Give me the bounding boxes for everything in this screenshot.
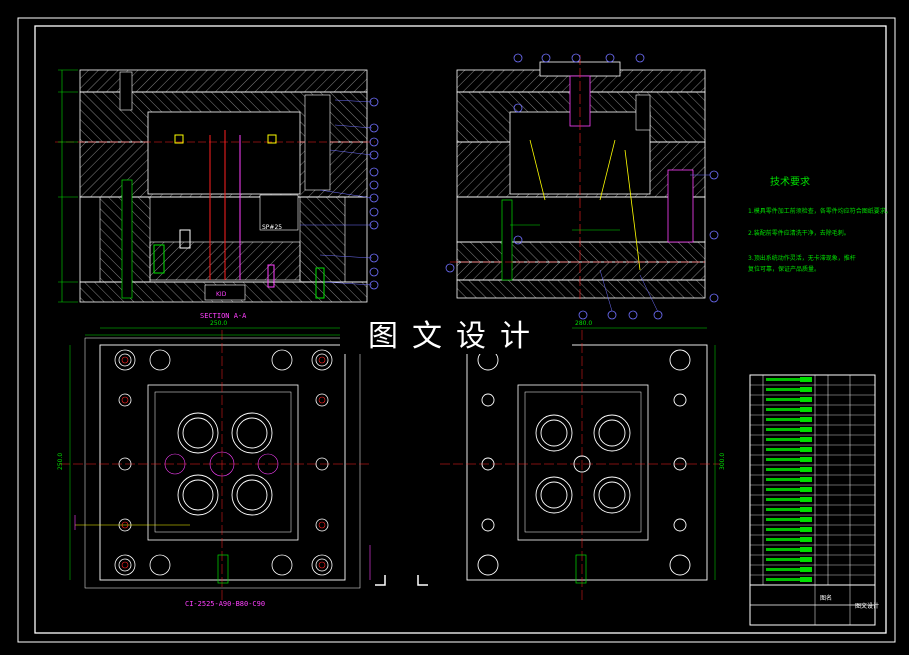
bom-row-text [766,558,806,561]
bom-row-text [766,378,806,381]
bom-row-text [766,448,806,451]
dim-height-right: 300.0 [719,453,726,470]
bom-row-material [800,387,812,392]
bom-row-text [766,428,806,431]
bom-row-text [766,478,806,481]
company-cell: 图文设计 [855,602,879,610]
dim-width-top: 250.0 [210,320,227,327]
tech-requirements-title: 技术要求 [770,177,810,188]
bom-row-material [800,427,812,432]
bom-row-text [766,468,806,471]
tech-note-1: 1.模具零件加工前须检查，各零件均应符合图纸要求。 [748,208,892,215]
tech-note-2: 2.装配前零件应清洗干净，去除毛刺。 [748,230,850,237]
kid-label: KID [216,291,227,298]
bom-row-material [800,517,812,522]
section-label: SECTION A-A [200,312,247,320]
bom-row-text [766,518,806,521]
bom-row-text [766,458,806,461]
bom-row-material [800,577,812,582]
bom-row-material [800,437,812,442]
bom-row-material [800,417,812,422]
bom-row-text [766,438,806,441]
plan-view-left [60,327,386,600]
watermark: 图文设计 [340,312,572,354]
bom-row-material [800,527,812,532]
title-cell: 图名 [820,594,832,602]
dim-width-top-right: 280.0 [575,320,592,327]
plan-view-right [417,327,720,600]
bom-row-material [800,407,812,412]
section-view-right [445,53,719,320]
bom-row-text [766,508,806,511]
bom-row-text [766,418,806,421]
bom-row-text [766,398,806,401]
bom-row-text [766,568,806,571]
part-number-label: CI-2525-A90-B80-C90 [185,600,265,608]
bom-row-material [800,477,812,482]
bom-row-material [800,507,812,512]
bom-row-material [800,467,812,472]
tech-note-3: 3.顶出系统动作灵活，无卡滞现象，推杆 [748,255,856,262]
tech-note-4: 复位可靠，保证产品质量。 [748,266,821,273]
bom-row-material [800,547,812,552]
bom-row-text [766,388,806,391]
dim-height-left: 250.0 [57,453,64,470]
inner-border [34,25,887,634]
spec-label: SP#25 [262,224,282,231]
bom-row-text [766,538,806,541]
bom-row-material [800,567,812,572]
bom-row-text [766,488,806,491]
bom-row-text [766,528,806,531]
bom-row-text [766,548,806,551]
bom-table [749,374,876,626]
bom-row-material [800,397,812,402]
bom-row-text [766,408,806,411]
bom-row-text [766,498,806,501]
bom-row-material [800,557,812,562]
bom-row-text [766,578,806,581]
bom-row-material [800,537,812,542]
bom-row-material [800,457,812,462]
section-view-left [55,69,379,303]
bom-row-material [800,447,812,452]
bom-row-material [800,497,812,502]
outer-border [17,17,896,643]
bom-row-material [800,377,812,382]
bom-row-material [800,487,812,492]
